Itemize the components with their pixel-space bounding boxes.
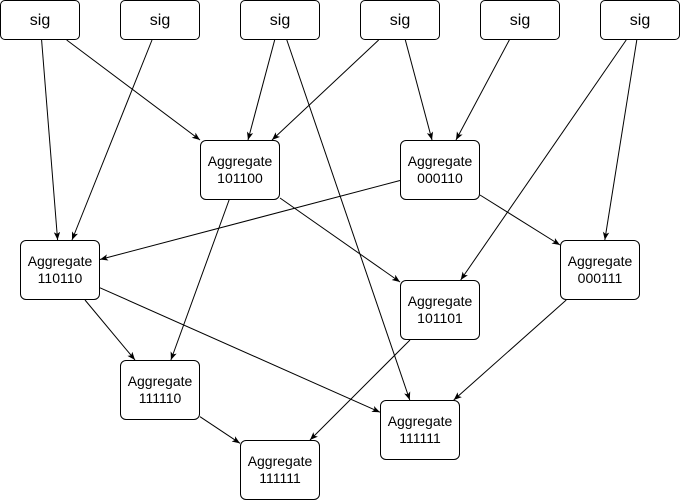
aggregate-node-000111[interactable]: Aggregate 000111 <box>560 240 640 300</box>
edge-s4-to-a000110 <box>404 39 434 141</box>
aggregate-title: Aggregate <box>387 413 453 429</box>
edge-s2-to-a110110 <box>71 39 153 241</box>
sig-node-5[interactable]: sig <box>480 0 560 40</box>
edge-s1-to-a101100 <box>66 39 201 141</box>
sig-node-1[interactable]: sig <box>0 0 80 40</box>
edge-a110110-to-a111110 <box>84 299 136 361</box>
sig-label: sig <box>629 11 651 29</box>
aggregate-node-111111-right[interactable]: Aggregate 111111 <box>380 400 460 460</box>
sig-node-3[interactable]: sig <box>240 0 320 40</box>
aggregate-bits: 111111 <box>399 430 441 446</box>
aggregate-node-000110[interactable]: Aggregate 000110 <box>400 140 480 200</box>
sig-node-4[interactable]: sig <box>360 0 440 40</box>
aggregate-title: Aggregate <box>127 373 193 389</box>
aggregate-bits: 110110 <box>37 270 83 286</box>
edge-s6-to-a000111 <box>602 39 638 241</box>
edge-a110110-to-a111111r <box>99 287 381 413</box>
edge-a101100-to-a101101 <box>279 197 401 283</box>
edge-s3-to-a111111r <box>286 39 411 401</box>
aggregate-node-101101[interactable]: Aggregate 101101 <box>400 280 480 340</box>
sig-label: sig <box>149 11 171 29</box>
edge-a111110-to-a111111b <box>199 416 241 444</box>
aggregate-bits: 101100 <box>217 170 263 186</box>
edge-a000111-to-a111111r <box>453 299 567 401</box>
aggregate-bits: 111110 <box>138 390 182 406</box>
aggregate-title: Aggregate <box>27 253 93 269</box>
aggregate-node-111110[interactable]: Aggregate 111110 <box>120 360 200 420</box>
aggregate-bits: 101101 <box>417 310 463 326</box>
aggregate-title: Aggregate <box>407 153 473 169</box>
aggregate-bits: 000110 <box>417 170 463 186</box>
edge-s5-to-a000110 <box>455 39 510 141</box>
edge-s6-to-a101101 <box>460 39 627 281</box>
edge-a101101-to-a111111b <box>309 339 411 441</box>
edge-s1-to-a110110 <box>41 39 61 241</box>
sig-label: sig <box>29 11 51 29</box>
aggregate-bits: 000111 <box>577 270 623 286</box>
edge-s4-to-a101100 <box>271 39 380 141</box>
aggregate-node-110110[interactable]: Aggregate 110110 <box>20 240 100 300</box>
sig-label: sig <box>389 11 411 29</box>
aggregate-title: Aggregate <box>247 453 313 469</box>
aggregate-title: Aggregate <box>567 253 633 269</box>
aggregate-title: Aggregate <box>407 293 473 309</box>
aggregate-node-111111-bottom[interactable]: Aggregate 111111 <box>240 440 320 500</box>
aggregate-title: Aggregate <box>207 153 273 169</box>
sig-label: sig <box>269 11 291 29</box>
sig-node-2[interactable]: sig <box>120 0 200 40</box>
aggregate-node-101100[interactable]: Aggregate 101100 <box>200 140 280 200</box>
edge-a000110-to-a000111 <box>479 194 561 246</box>
sig-label: sig <box>509 11 531 29</box>
edge-a000110-to-a110110 <box>99 180 401 261</box>
sig-node-6[interactable]: sig <box>600 0 680 40</box>
edge-s3-to-a101100 <box>246 39 276 141</box>
aggregate-bits: 111111 <box>259 470 301 486</box>
edge-a101100-to-a111110 <box>170 199 230 361</box>
